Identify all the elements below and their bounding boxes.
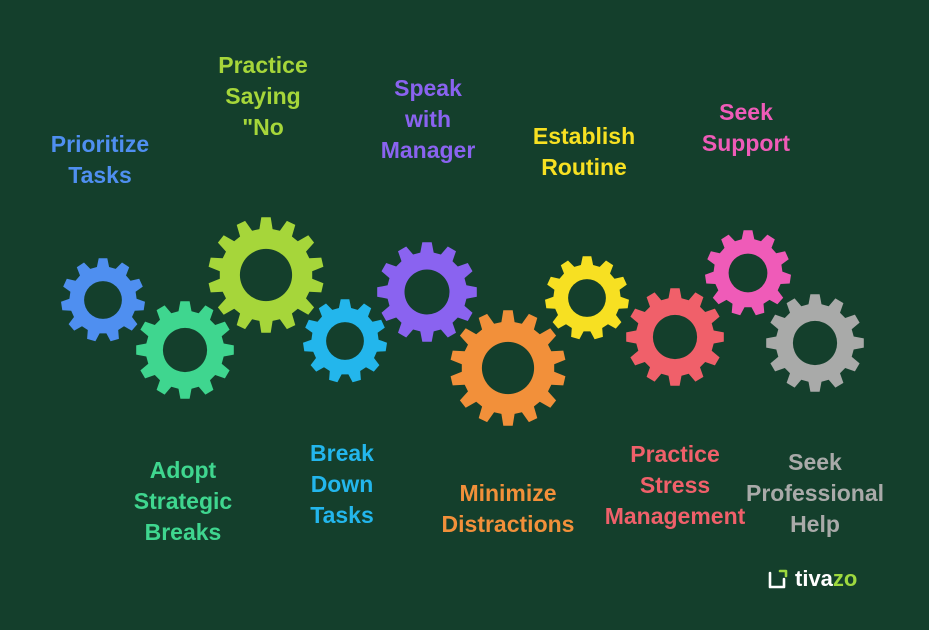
step-label-line: Support [701,130,791,156]
step-label-line: Seek [719,99,773,125]
gear-icon-adopt-strategic-breaks [136,301,234,399]
step-label-line: Routine [541,154,627,180]
step-label-line: Tasks [68,162,132,188]
step-label-line: Strategic [133,488,233,514]
step-label-line: Professional [745,480,885,506]
step-label-line: Prioritize [50,131,150,157]
step-label-line: "No [242,114,284,140]
step-label-line: Breaks [144,519,222,545]
brand-name-part2: zo [832,566,858,591]
gear-icon-practice-stress-management [626,288,724,386]
step-label-line: Speak [394,75,462,101]
gear-icon-prioritize-tasks [61,258,145,342]
gear-icon-break-down-tasks [303,299,387,383]
gear-icon-establish-routine [545,256,629,340]
step-label-line: Management [604,503,746,529]
step-label-line: Help [790,511,840,537]
step-label-line: Establish [532,123,636,149]
tivazo-logo-icon [768,569,788,589]
gear-icon-seek-professional-help [766,294,864,392]
step-label-line: Practice [218,52,308,78]
step-label-line: Stress [639,472,711,498]
step-label-line: with [405,106,451,132]
step-label-line: Adopt [149,457,217,483]
step-label-line: Down [310,471,374,497]
step-label-line: Distractions [441,511,575,537]
brand-logo: tivazo [767,566,857,592]
gear-icon-speak-with-manager [377,242,477,342]
gear-icon-minimize-distractions [450,310,566,426]
step-label-line: Minimize [459,480,557,506]
step-label-line: Saying [225,83,301,109]
step-label-line: Practice [630,441,720,467]
brand-name-part1: tiva [795,566,833,591]
gear-icon-seek-support [705,230,791,316]
step-label-line: Break [310,440,374,466]
step-label-line: Tasks [310,502,374,528]
step-label-line: Manager [380,137,476,163]
gear-icon-practice-saying-no [208,217,324,333]
step-label-line: Seek [788,449,842,475]
